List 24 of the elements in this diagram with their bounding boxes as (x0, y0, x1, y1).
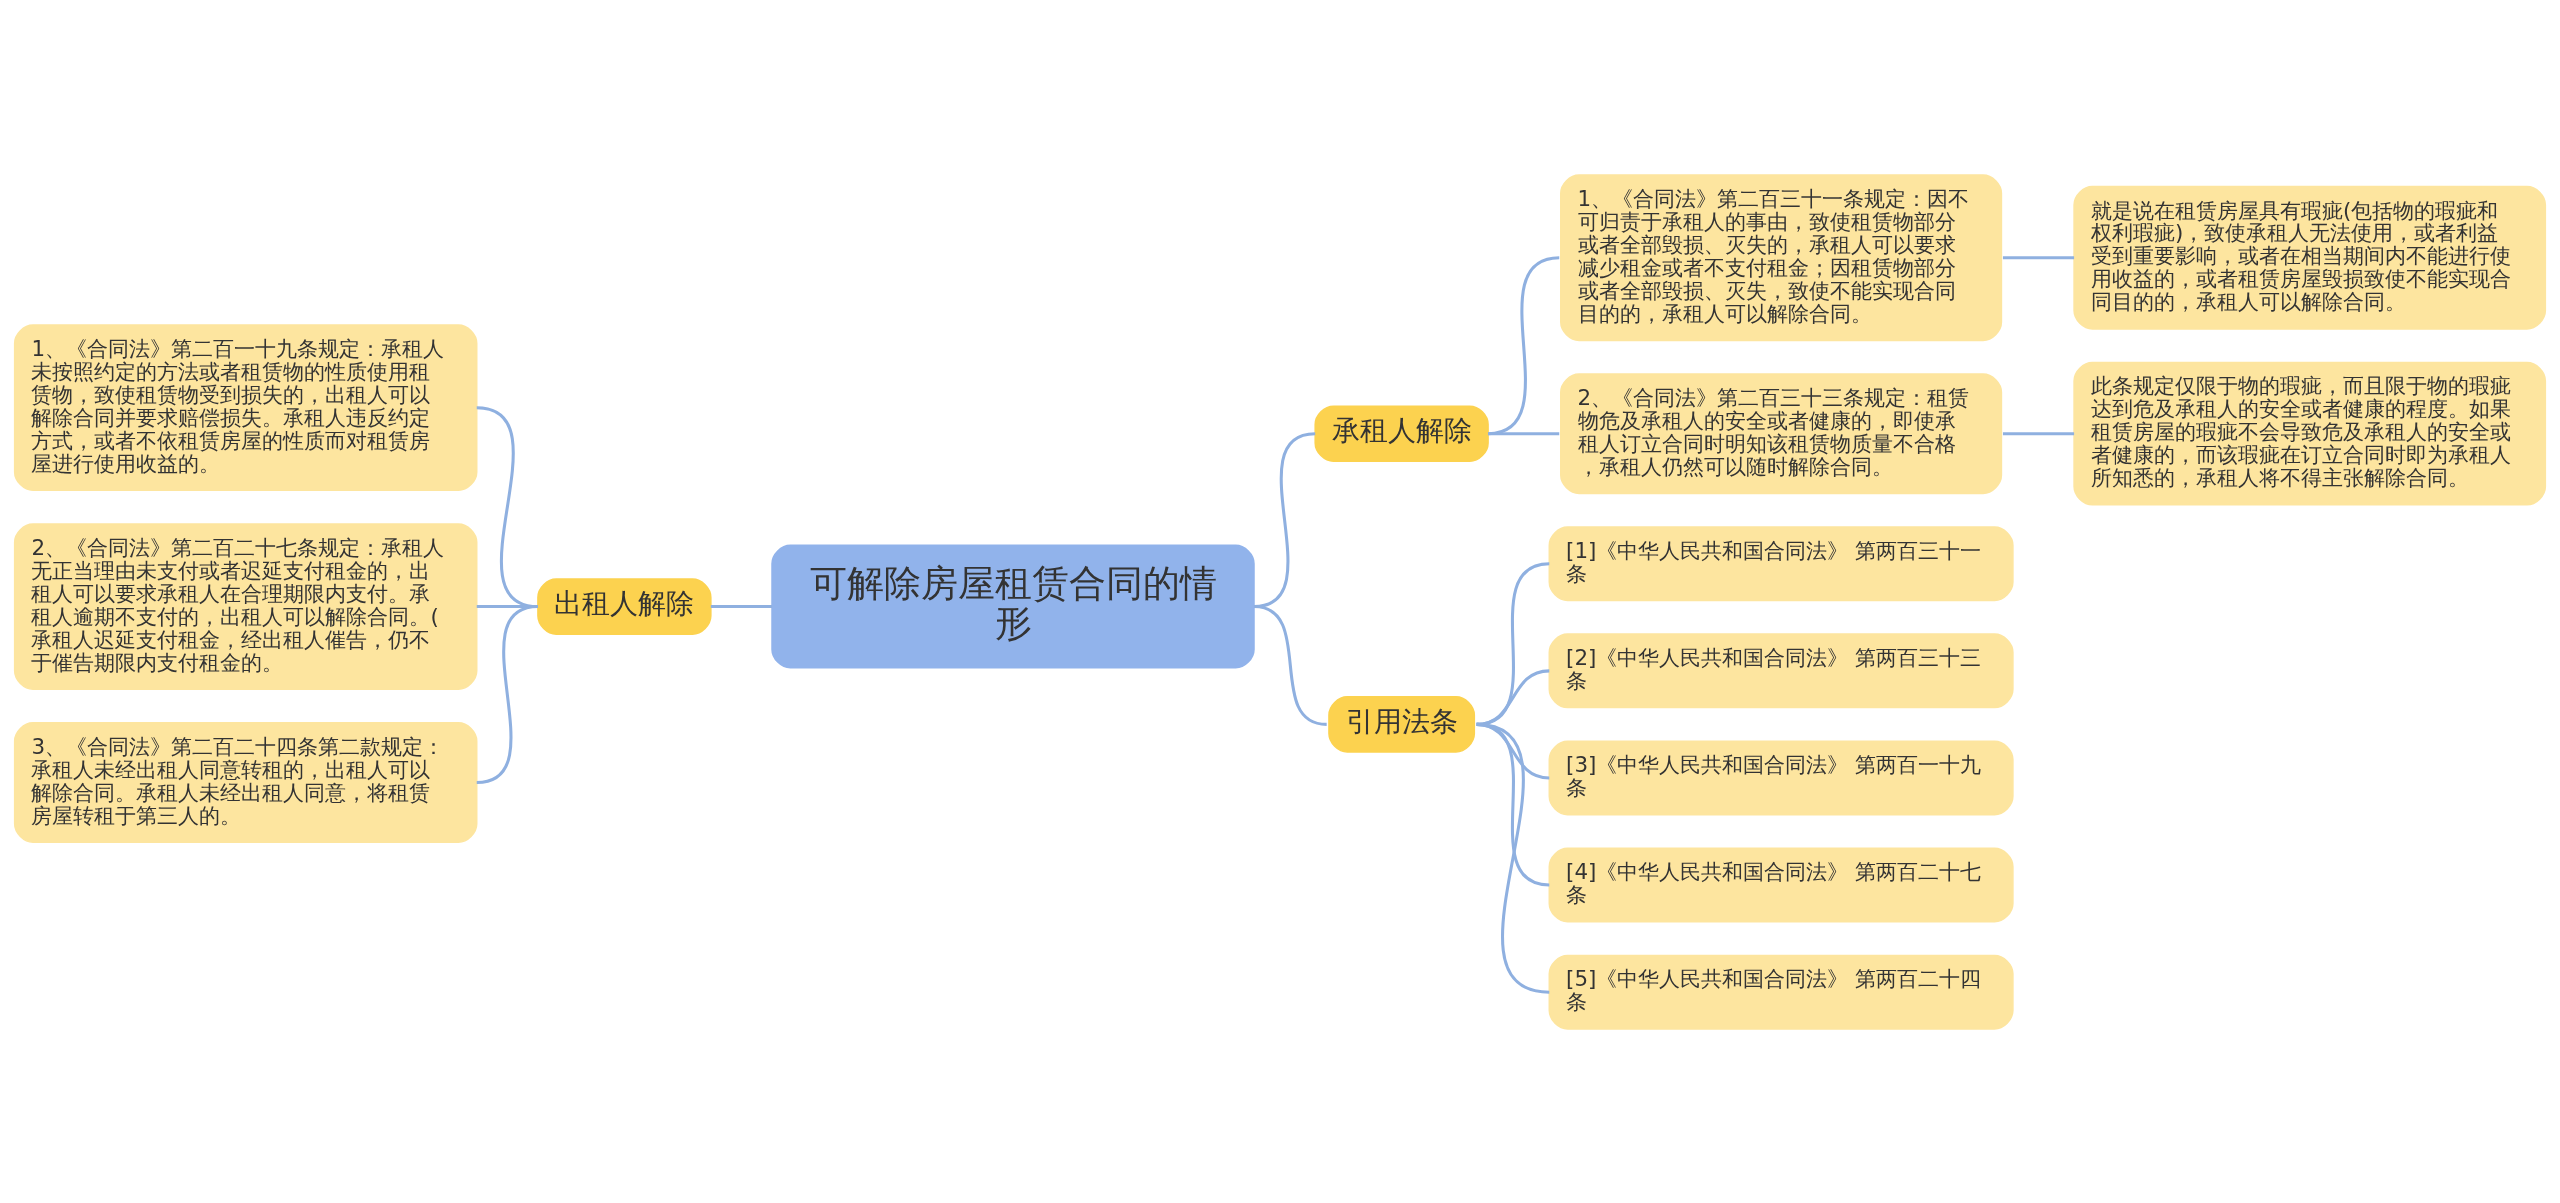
node-box: 承租人解除 (1314, 404, 1489, 462)
connector (2002, 255, 2075, 259)
connector (1487, 255, 1560, 435)
node-box: 2、《合同法》第二百三十三条规定：租赁物危及承租人的安全或者健康的，即使承租人订立合同时明知该租赁物质量不合格，承租人仍然可以随时解除合同。 (1560, 372, 2003, 494)
connector (2002, 431, 2075, 435)
connector (476, 604, 539, 784)
connector (1476, 722, 1550, 994)
connector (1488, 431, 1560, 435)
node-box: 2、《合同法》第二百二十七条规定：承租人无正当理由未支付或者迟延支付租金的，出租人可以要求承租人在合理期限内支付。承租人逾期不支付的，出租人可以解除合同。(承租人迟延支付租金，经出租人催告，仍不于催告期限内支付租金的。 (13, 522, 478, 690)
node-box: 出租人解除 (537, 577, 712, 635)
node-box: 1、《合同法》第二百一十九条规定：承租人未按照约定的方法或者租赁物的性质使用租赁物，致使租赁物受到损失的，出租人可以解除合同并要求赔偿损失。承租人违反约定方式，或者不依租赁房屋的性质而对租赁房屋进行使用收益的。 (13, 323, 478, 491)
node-box: 引用法条 (1328, 695, 1476, 753)
node-box: 3、《合同法》第二百二十四条第二款规定：承租人未经出租人同意转租的，出租人可以解除合同。承租人未经出租人同意，将租赁房屋转租于第三人的。 (13, 721, 478, 843)
node-box: 1、《合同法》第二百三十一条规定：因不可归责于承租人的事由，致使租赁物部分或者全部毁损、灭失的，承租人可以要求减少租金或者不支付租金；因租赁物部分或者全部毁损、灭失，致使不能实现合同目的的，承租人可以解除合同。 (1560, 173, 2003, 341)
node-box: [4]《中华人民共和国合同法》 第两百二十七条 (1548, 847, 2014, 923)
node-box: [1]《中华人民共和国合同法》 第两百三十一条 (1548, 525, 2014, 601)
connector (1253, 604, 1327, 726)
connector (710, 604, 773, 608)
node-box: [3]《中华人民共和国合同法》 第两百一十九条 (1548, 739, 2014, 815)
node-box: 可解除房屋租赁合同的情形 (771, 544, 1255, 669)
node-box: [5]《中华人民共和国合同法》 第两百二十四条 (1548, 954, 2014, 1030)
node-box: [2]《中华人民共和国合同法》 第两百三十三条 (1548, 632, 2014, 708)
node-box: 就是说在租赁房屋具有瑕疵(包括物的瑕疵和权利瑕疵)，致使承租人无法使用，或者利益受到重要影响，或者在相当期间内不能进行使用收益的，或者租赁房屋毁损致使不能实现合同目的的，承租人可以解除合同。 (2073, 185, 2547, 330)
node-box: 此条规定仅限于物的瑕疵，而且限于物的瑕疵达到危及承租人的安全或者健康的程度。如果租赁房屋的瑕疵不会导致危及承租人的安全或者健康的，而该瑕疵在订立合同时即为承租人所知悉的，承租人将不得主张解除合同。 (2073, 361, 2547, 506)
